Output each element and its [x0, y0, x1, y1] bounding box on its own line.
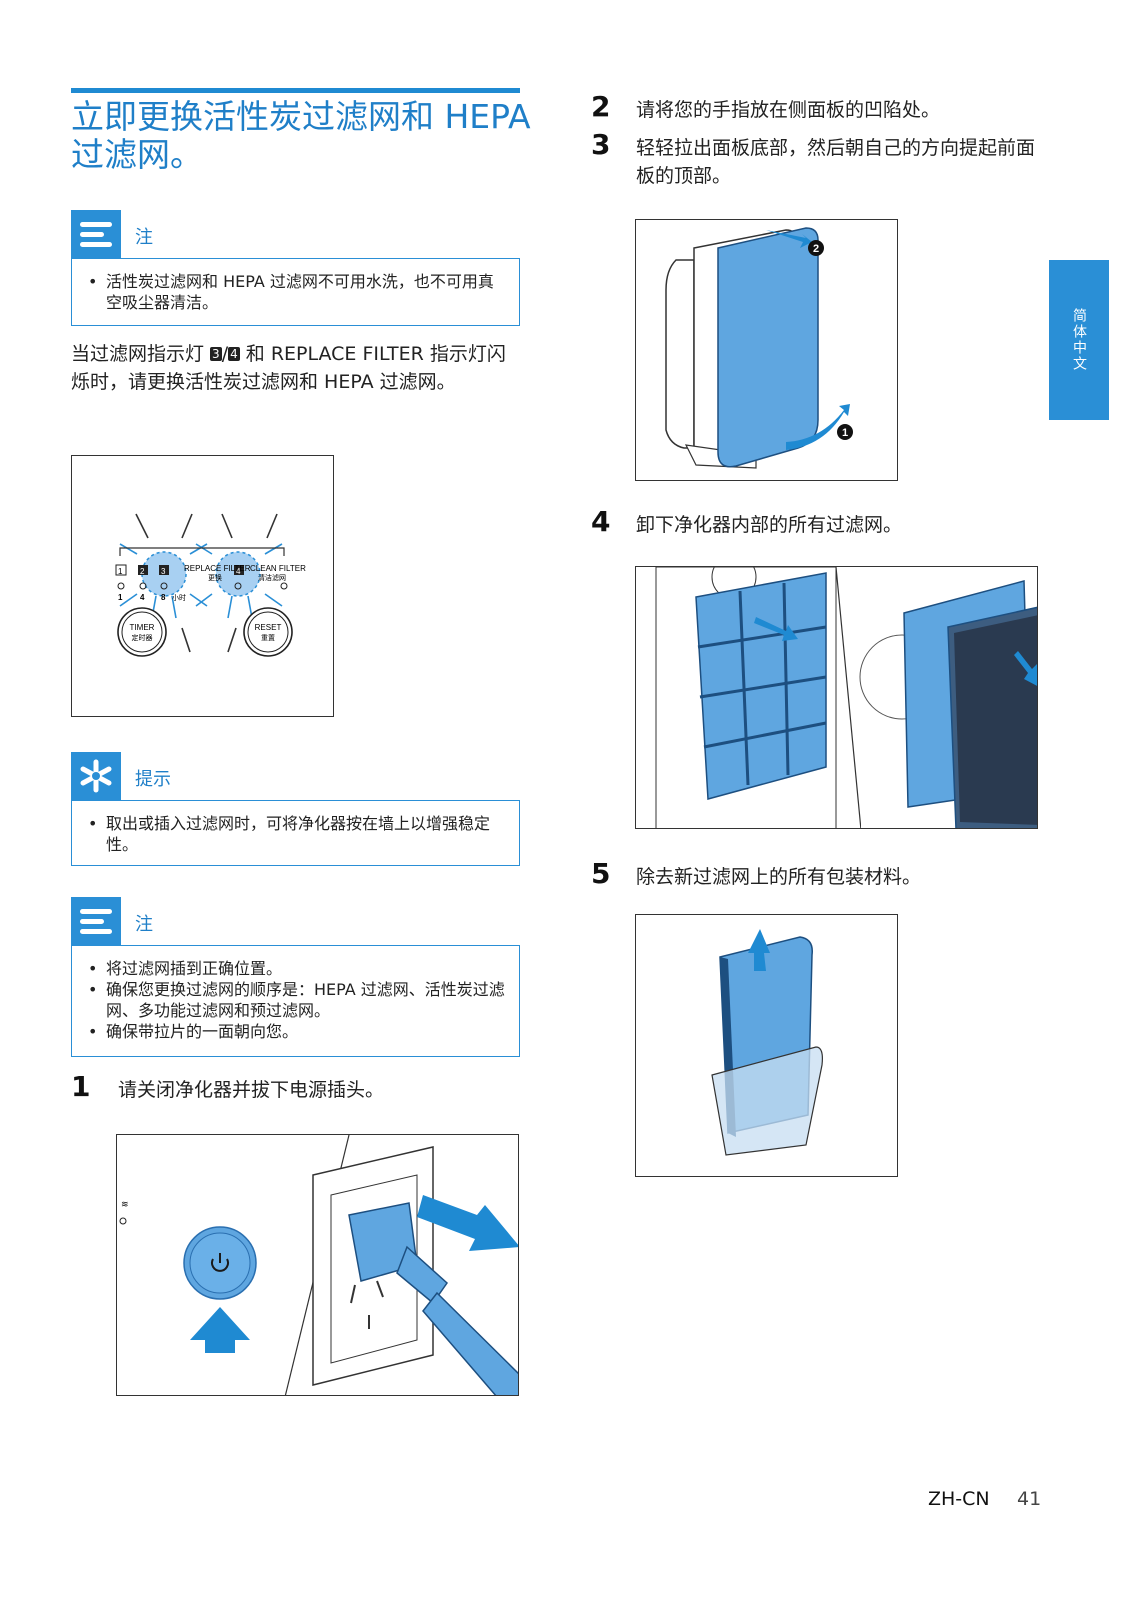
indicator-badge-4: 4 [228, 347, 240, 361]
step-number-3: 3 [591, 128, 611, 161]
step-text-4: 卸下净化器内部的所有过滤网。 [636, 514, 903, 536]
title-rule [71, 88, 520, 93]
hour-mark-4: 4 [140, 593, 145, 602]
clean-filter-label: CLEAN FILTER [250, 564, 306, 573]
page-title: 立即更换活性炭过滤网和 HEPA 过滤网。 [71, 97, 531, 174]
note-label: 注 [135, 227, 153, 248]
note-label: 注 [135, 914, 153, 935]
reset-button-label: RESET [255, 623, 282, 632]
hour-mark-8: 8 [161, 593, 166, 602]
intro-paragraph: 当过滤网指示灯 3/4 和 REPLACE FILTER 指示灯闪烁时，请更换活… [71, 343, 506, 393]
tip-box: 取出或插入过滤网时，可将净化器按在墙上以增强稳定性。 [71, 800, 520, 866]
filters-removal-figure [635, 566, 1038, 829]
tip-icon [71, 752, 121, 800]
power-icon [211, 1253, 229, 1272]
reset-button-cn: 重置 [261, 634, 275, 642]
control-panel-illustration: 1 2 3 4 REPLACE FILTER 更换 CLEAN FILTER 清… [115, 513, 306, 657]
timer-button-label: TIMER [130, 623, 155, 632]
power-unplug-illustration: ≋ [119, 1135, 518, 1395]
timer-button-cn: 定时器 [132, 633, 153, 642]
list-item: 确保您更换过滤网的顺序是：HEPA 过滤网、活性炭过滤网、多功能过滤网和预过滤网… [86, 979, 505, 1021]
indicator-4: 4 [236, 567, 241, 576]
callout-1: 1 [842, 427, 848, 439]
list-item: 活性炭过滤网和 HEPA 过滤网不可用水洗，也不可用真空吸尘器清洁。 [86, 271, 505, 313]
packaging-bag [711, 1046, 823, 1156]
unplug-arrow-icon [417, 1195, 518, 1251]
step-number-4: 4 [591, 505, 611, 538]
replace-filter-cn: 更换 [208, 573, 222, 582]
front-panel [717, 227, 819, 468]
step-number-1: 1 [71, 1070, 91, 1103]
tip-header: 提示 [71, 752, 520, 800]
language-label: 简体中文 [1071, 308, 1087, 372]
control-panel-figure: 1 2 3 4 REPLACE FILTER 更换 CLEAN FILTER 清… [71, 455, 334, 717]
note-box: 将过滤网插到正确位置。 确保您更换过滤网的顺序是：HEPA 过滤网、活性炭过滤网… [71, 945, 520, 1057]
note-box: 活性炭过滤网和 HEPA 过滤网不可用水洗，也不可用真空吸尘器清洁。 [71, 258, 520, 326]
tip-label: 提示 [135, 769, 171, 790]
front-panel-illustration: 2 1 [665, 227, 853, 469]
press-arrow-icon [190, 1307, 250, 1353]
filters-removal-illustration [655, 567, 1037, 828]
step-text-1: 请关闭净化器并拔下电源插头。 [118, 1079, 385, 1101]
clean-filter-cn: 清洁滤网 [258, 573, 286, 582]
step-number-5: 5 [591, 857, 611, 890]
callout-2: 2 [813, 243, 819, 255]
indicator-2: 2 [140, 567, 145, 576]
replace-filter-label: REPLACE FILTER [184, 564, 251, 573]
hour-unit: 小时 [172, 593, 186, 602]
unpack-filter-figure [635, 914, 898, 1177]
step-text-3: 轻轻拉出面板底部，然后朝自己的方向提起前面板的顶部。 [636, 137, 1036, 187]
footer-language-code: ZH-CN [928, 1488, 990, 1510]
page-number: 41 [1017, 1488, 1042, 1510]
svg-text:≋: ≋ [121, 1199, 129, 1209]
list-item: 将过滤网插到正确位置。 [86, 958, 505, 979]
note-header: 注 [71, 897, 520, 945]
step-text-2: 请将您的手指放在侧面板的凹陷处。 [636, 99, 941, 121]
language-side-tab: 简体中文 [1049, 260, 1109, 420]
hour-mark-1: 1 [118, 593, 123, 602]
indicator-1: 1 [118, 567, 123, 576]
step-number-2: 2 [591, 90, 611, 123]
list-item: 确保带拉片的一面朝向您。 [86, 1021, 505, 1042]
list-item: 取出或插入过滤网时，可将净化器按在墙上以增强稳定性。 [86, 813, 505, 855]
note-icon [71, 210, 121, 258]
note-icon [71, 897, 121, 945]
indicator-3: 3 [161, 567, 166, 576]
power-off-figure: ≋ [116, 1134, 519, 1396]
step-text-5: 除去新过滤网上的所有包装材料。 [636, 866, 922, 888]
indicator-badge-3: 3 [210, 347, 222, 361]
note-header: 注 [71, 210, 520, 258]
unpack-filter-illustration [711, 929, 823, 1156]
front-panel-figure: 2 1 [635, 219, 898, 481]
